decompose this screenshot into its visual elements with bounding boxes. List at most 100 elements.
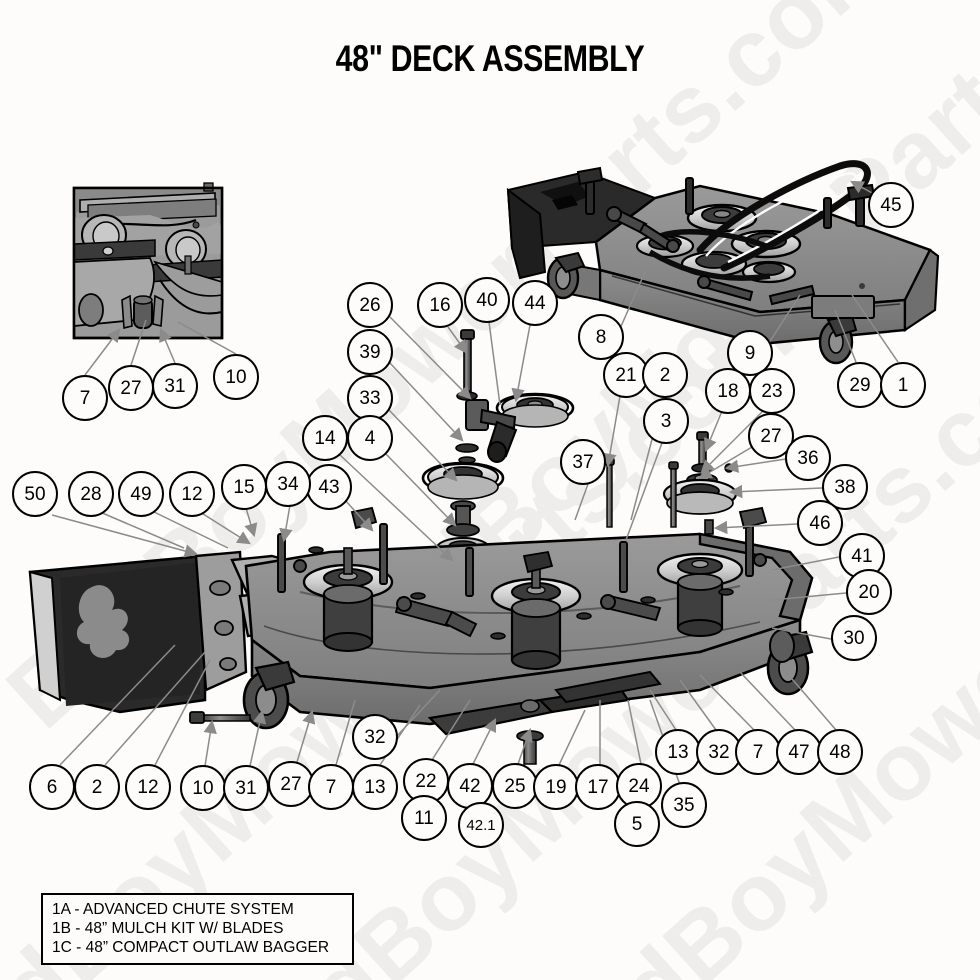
callout-47[interactable]: 47: [776, 729, 822, 775]
leader-line: [558, 709, 586, 766]
leader-line: [84, 328, 121, 376]
callout-43[interactable]: 43: [306, 464, 352, 510]
callout-5[interactable]: 5: [614, 801, 660, 847]
leader-line: [249, 709, 267, 767]
callout-40[interactable]: 40: [464, 277, 510, 323]
leader-line: [388, 409, 458, 482]
leader-line: [574, 483, 589, 521]
callout-7[interactable]: 7: [735, 729, 781, 775]
callout-35[interactable]: 35: [661, 782, 707, 828]
callout-29[interactable]: 29: [837, 362, 883, 408]
callout-7[interactable]: 7: [62, 375, 108, 421]
leader-line: [104, 651, 206, 766]
callout-8[interactable]: 8: [578, 314, 624, 360]
callout-15[interactable]: 15: [221, 464, 267, 510]
leader-line: [244, 507, 258, 538]
leader-line: [99, 511, 185, 549]
callout-10[interactable]: 10: [213, 354, 259, 400]
callout-31[interactable]: 31: [223, 765, 269, 811]
callout-50[interactable]: 50: [12, 471, 58, 517]
callout-16[interactable]: 16: [417, 282, 463, 328]
callout-42[interactable]: 42: [447, 763, 493, 809]
callout-32[interactable]: 32: [352, 714, 398, 760]
leader-line: [472, 717, 497, 765]
leader-line: [59, 644, 176, 766]
callout-18[interactable]: 18: [705, 368, 751, 414]
callout-19[interactable]: 19: [533, 764, 579, 810]
leader-line: [203, 719, 217, 767]
leader-line: [511, 324, 531, 403]
leader-line: [389, 362, 464, 442]
callout-13[interactable]: 13: [655, 729, 701, 775]
leader-line: [699, 674, 755, 731]
legend-line-1a: 1A - ADVANCED CHUTE SYSTEM: [52, 901, 294, 918]
leader-line: [159, 327, 176, 364]
callout-44[interactable]: 44: [512, 280, 558, 326]
callout-30[interactable]: 30: [831, 615, 877, 661]
callout-36[interactable]: 36: [785, 435, 831, 481]
leader-line: [199, 511, 251, 545]
leader-line: [389, 316, 472, 400]
leader-line: [627, 699, 642, 765]
leader-line: [149, 509, 229, 549]
callout-7[interactable]: 7: [308, 764, 354, 810]
main-deck-assembly: [28, 506, 814, 765]
leader-line: [603, 395, 621, 468]
callout-26[interactable]: 26: [347, 282, 393, 328]
legend-line-1b: 1B - 48” MULCH KIT W/ BLADES: [52, 920, 284, 937]
callout-38[interactable]: 38: [822, 464, 868, 510]
legend-line-1c: 1C - 48” COMPACT OUTLAW BAGGER: [52, 939, 330, 956]
leader-line: [517, 727, 533, 765]
leader-line: [51, 514, 199, 558]
callout-23[interactable]: 23: [749, 368, 795, 414]
callout-1[interactable]: 1: [880, 362, 926, 408]
leader-lines: [51, 180, 899, 786]
callout-3[interactable]: 3: [643, 398, 689, 444]
callout-39[interactable]: 39: [347, 329, 393, 375]
callout-46[interactable]: 46: [797, 500, 843, 546]
leader-line: [779, 664, 837, 731]
leader-line: [728, 484, 823, 499]
callout-11[interactable]: 11: [401, 795, 447, 841]
callout-12[interactable]: 12: [169, 471, 215, 517]
leader-line: [296, 709, 316, 763]
callout-34[interactable]: 34: [265, 461, 311, 507]
callout-13[interactable]: 13: [352, 764, 398, 810]
leader-line: [154, 659, 211, 766]
callout-4[interactable]: 4: [347, 415, 393, 461]
callout-2[interactable]: 2: [642, 352, 688, 398]
callout-25[interactable]: 25: [492, 763, 538, 809]
callout-33[interactable]: 33: [347, 375, 393, 421]
callout-20[interactable]: 20: [846, 569, 892, 615]
leader-line: [649, 689, 677, 731]
callout-12[interactable]: 12: [125, 764, 171, 810]
callout-45[interactable]: 45: [868, 182, 914, 228]
leader-line: [488, 321, 501, 406]
callout-6[interactable]: 6: [29, 764, 75, 810]
callout-28[interactable]: 28: [68, 471, 114, 517]
leader-line: [447, 326, 468, 354]
leader-line: [704, 410, 723, 453]
callout-27[interactable]: 27: [108, 365, 154, 411]
leader-line: [130, 319, 147, 366]
callout-48[interactable]: 48: [817, 729, 863, 775]
callout-14[interactable]: 14: [302, 415, 348, 461]
leader-line: [713, 520, 798, 535]
callout-42-1[interactable]: 42.1: [458, 802, 504, 848]
leader-line: [739, 671, 796, 731]
callout-10[interactable]: 10: [180, 765, 226, 811]
leader-line: [344, 499, 374, 532]
leader-line: [771, 592, 847, 601]
callout-32[interactable]: 32: [696, 729, 742, 775]
callout-2[interactable]: 2: [74, 764, 120, 810]
leader-line: [625, 442, 663, 541]
leader-line: [339, 454, 454, 562]
leader-line: [771, 556, 840, 571]
callout-31[interactable]: 31: [152, 363, 198, 409]
callout-37[interactable]: 37: [560, 439, 606, 485]
callout-17[interactable]: 17: [575, 764, 621, 810]
callout-49[interactable]: 49: [118, 471, 164, 517]
upper-deck-assembly: [506, 160, 940, 365]
